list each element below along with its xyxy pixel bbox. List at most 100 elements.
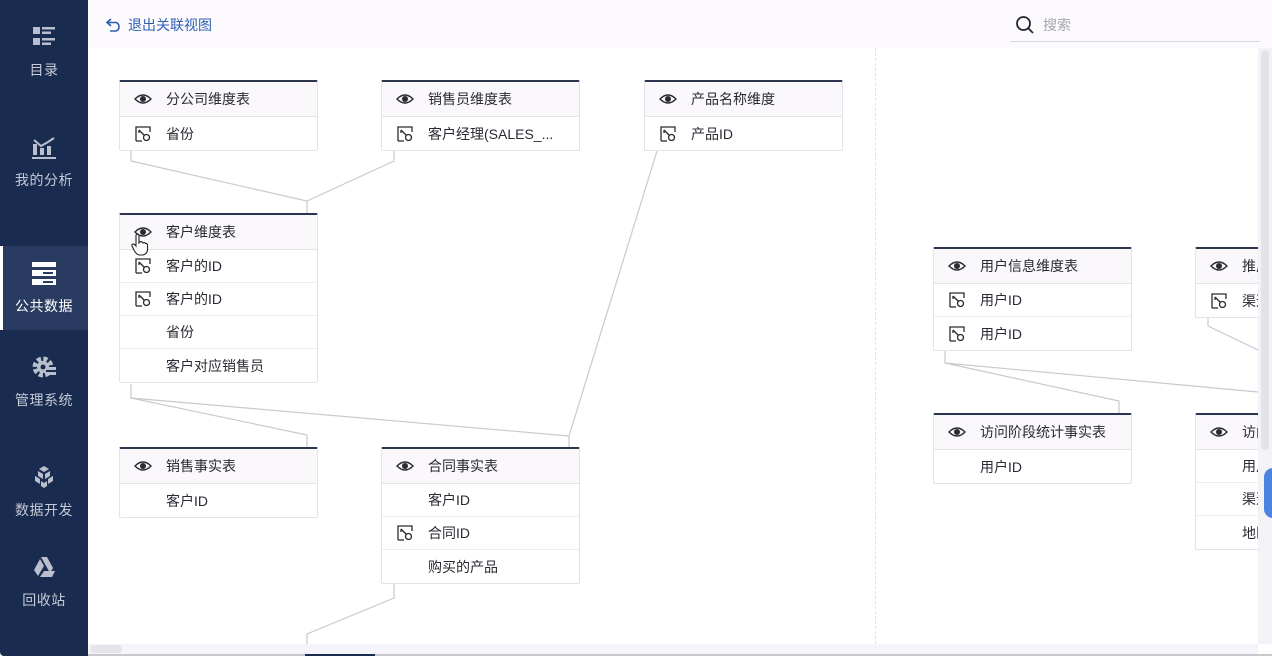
- field-row[interactable]: 地区: [1196, 516, 1258, 549]
- field-row[interactable]: 渠道: [1196, 284, 1258, 317]
- table-card-header[interactable]: 推广: [1196, 249, 1258, 284]
- table-card-visit-stage-fact[interactable]: 访问阶段统计事实表 用户ID: [933, 413, 1132, 484]
- field-row[interactable]: 渠道: [1196, 483, 1258, 516]
- exit-relation-view-label: 退出关联视图: [128, 17, 212, 33]
- link-branch-to-customer: [130, 151, 308, 214]
- table-card-header[interactable]: 访问: [1196, 415, 1258, 450]
- eye-icon[interactable]: [659, 91, 677, 107]
- key-field-icon: [397, 125, 413, 142]
- vertical-scrollbar[interactable]: [1258, 48, 1272, 644]
- table-title: 产品名称维度: [691, 91, 775, 107]
- table-card-header[interactable]: 分公司维度表: [120, 82, 317, 117]
- link-userinfo-to-visit: [944, 362, 1258, 393]
- sidebar-item-catalog[interactable]: 目录: [0, 10, 88, 94]
- sidebar-item-management[interactable]: 管理系统: [0, 340, 88, 424]
- eye-icon[interactable]: [948, 424, 966, 440]
- key-field-icon: [660, 125, 676, 142]
- eye-icon[interactable]: [134, 91, 152, 107]
- key-field-icon: [135, 258, 151, 274]
- exit-relation-view-link[interactable]: 退出关联视图: [106, 15, 212, 35]
- table-card-promotion[interactable]: 推广 渠道: [1195, 247, 1258, 318]
- eye-icon[interactable]: [396, 458, 414, 474]
- sidebar: 目录 我的分析 公共数据 管理系统 数据开发 回收站: [0, 0, 88, 656]
- table-title: 分公司维度表: [166, 91, 250, 107]
- gear-manage-icon: [32, 356, 56, 378]
- table-title: 合同事实表: [428, 458, 498, 474]
- vertical-scrollbar-thumb[interactable]: [1261, 50, 1269, 450]
- table-title: 用户信息维度表: [980, 258, 1078, 274]
- field-name: 合同ID: [428, 525, 470, 541]
- table-card-product-dimension[interactable]: 产品名称维度 产品ID: [644, 80, 843, 151]
- horizontal-scrollbar[interactable]: [88, 644, 1258, 654]
- field-name: 购买的产品: [428, 558, 498, 575]
- link-product-to-contract: [568, 150, 658, 448]
- field-name: 客户ID: [166, 492, 208, 509]
- key-field-icon: [949, 292, 965, 308]
- eye-icon[interactable]: [1210, 424, 1228, 440]
- search-input[interactable]: [1043, 16, 1243, 33]
- field-row[interactable]: 客户的ID: [120, 250, 317, 283]
- field-name: 用户ID: [980, 292, 1022, 308]
- field-row[interactable]: 购买的产品: [382, 550, 579, 583]
- field-row[interactable]: 客户的ID: [120, 283, 317, 316]
- analysis-chart-icon: [32, 137, 56, 159]
- table-card-header[interactable]: 产品名称维度: [645, 82, 842, 117]
- undo-arrow-icon: [106, 18, 120, 32]
- table-card-sales-fact[interactable]: 销售事实表 客户ID: [119, 447, 318, 518]
- table-title: 销售员维度表: [428, 91, 512, 107]
- sidebar-item-my-analysis[interactable]: 我的分析: [0, 120, 88, 204]
- table-card-visit[interactable]: 访问 用户 渠道 地区: [1195, 413, 1258, 550]
- relation-canvas[interactable]: 分公司维度表 省份 销售员维度表 客户经理(SALES_... 产品名称维度: [88, 48, 1258, 644]
- field-row[interactable]: 产品ID: [645, 117, 842, 150]
- field-row[interactable]: 用户: [1196, 450, 1258, 483]
- cubes-icon: [35, 466, 53, 488]
- field-row[interactable]: 用户ID: [934, 450, 1131, 483]
- field-name: 产品ID: [691, 125, 733, 142]
- field-row[interactable]: 客户ID: [120, 484, 317, 517]
- table-card-salesperson-dimension[interactable]: 销售员维度表 客户经理(SALES_...: [381, 80, 580, 151]
- field-row[interactable]: 合同ID: [382, 517, 579, 550]
- public-data-icon: [32, 262, 56, 285]
- table-card-header[interactable]: 销售事实表: [120, 449, 317, 484]
- eye-icon[interactable]: [1210, 258, 1228, 274]
- sidebar-item-recycle-bin[interactable]: 回收站: [0, 540, 88, 624]
- table-card-header[interactable]: 合同事实表: [382, 449, 579, 484]
- link-customer-to-contract: [130, 397, 570, 437]
- horizontal-scrollbar-thumb[interactable]: [90, 645, 122, 653]
- eye-icon[interactable]: [948, 258, 966, 274]
- field-row[interactable]: 客户ID: [382, 484, 579, 517]
- field-row[interactable]: 省份: [120, 316, 317, 349]
- field-name: 省份: [166, 324, 194, 340]
- table-card-header[interactable]: 客户维度表: [120, 215, 317, 250]
- field-name: 客户对应销售员: [166, 357, 264, 374]
- table-card-header[interactable]: 用户信息维度表: [934, 249, 1131, 284]
- section-divider: [875, 48, 876, 644]
- catalog-icon: [33, 27, 55, 45]
- table-card-header[interactable]: 访问阶段统计事实表: [934, 415, 1131, 450]
- key-field-icon: [949, 325, 965, 342]
- key-field-icon: [397, 525, 413, 541]
- field-row[interactable]: 用户ID: [934, 317, 1131, 350]
- table-card-header[interactable]: 销售员维度表: [382, 82, 579, 117]
- table-card-branch-dimension[interactable]: 分公司维度表 省份: [119, 80, 318, 151]
- sidebar-item-label: 管理系统: [15, 392, 73, 408]
- field-row[interactable]: 用户ID: [934, 284, 1131, 317]
- table-card-customer-dimension[interactable]: 客户维度表 客户的ID 客户的ID 省份 客户对应销售员: [119, 213, 318, 383]
- link-contract-to-below: [306, 584, 395, 644]
- eye-icon[interactable]: [134, 458, 152, 474]
- table-card-user-info-dimension[interactable]: 用户信息维度表 用户ID 用户ID: [933, 247, 1132, 351]
- key-field-icon: [135, 125, 151, 142]
- link-customer-to-salesfact: [130, 384, 308, 448]
- field-name: 渠道: [1242, 292, 1258, 309]
- sidebar-item-label: 我的分析: [15, 172, 73, 188]
- panel-collapse-button[interactable]: [1264, 468, 1272, 518]
- field-row[interactable]: 客户对应销售员: [120, 349, 317, 382]
- sidebar-item-public-data[interactable]: 公共数据: [0, 246, 88, 330]
- eye-icon[interactable]: [134, 224, 152, 240]
- table-card-contract-fact[interactable]: 合同事实表 客户ID 合同ID 购买的产品: [381, 447, 580, 584]
- field-row[interactable]: 客户经理(SALES_...: [382, 117, 579, 150]
- field-row[interactable]: 省份: [120, 117, 317, 150]
- sidebar-item-data-dev[interactable]: 数据开发: [0, 450, 88, 534]
- eye-icon[interactable]: [396, 91, 414, 107]
- field-name: 客户的ID: [166, 291, 222, 307]
